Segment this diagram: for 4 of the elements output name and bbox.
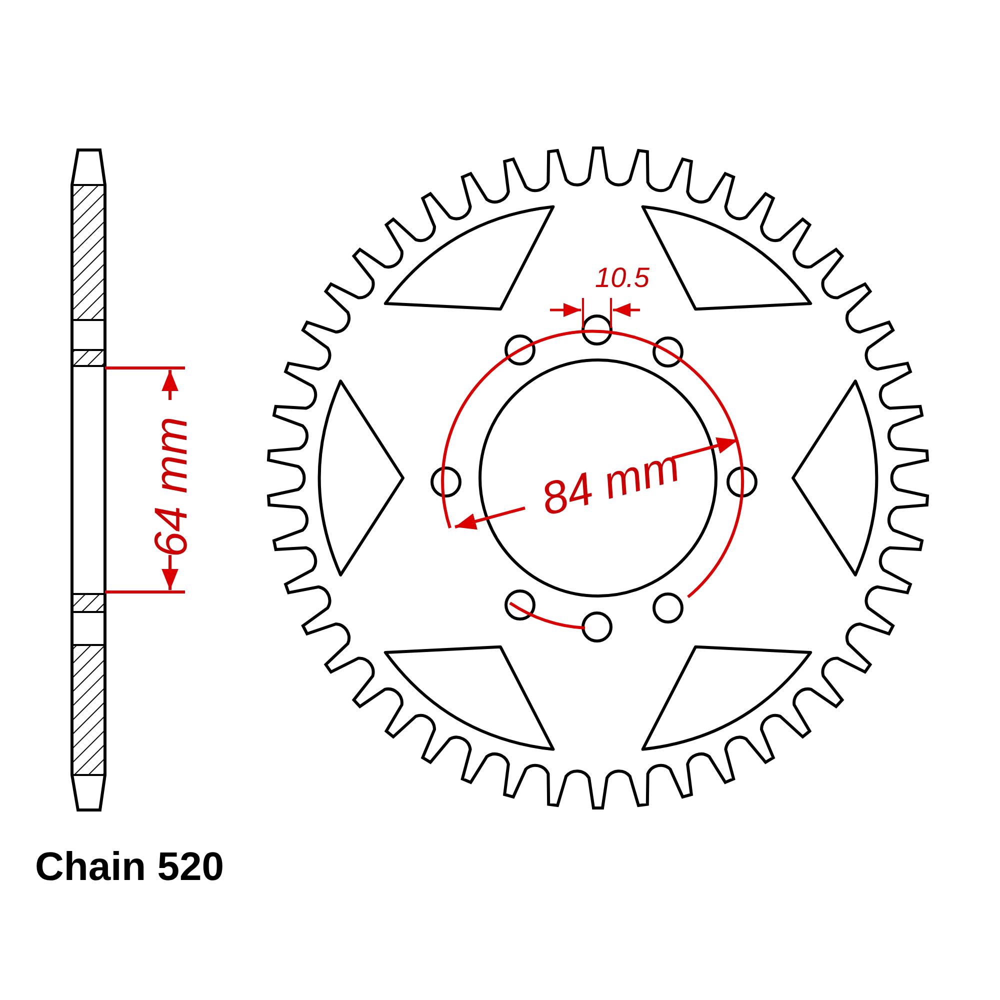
chain-size-label: Chain 520	[35, 845, 224, 890]
dimension-label: 84 mm	[535, 438, 686, 526]
dimension-label: 64 mm	[143, 416, 198, 558]
dimension-label: 10.5	[595, 262, 650, 294]
